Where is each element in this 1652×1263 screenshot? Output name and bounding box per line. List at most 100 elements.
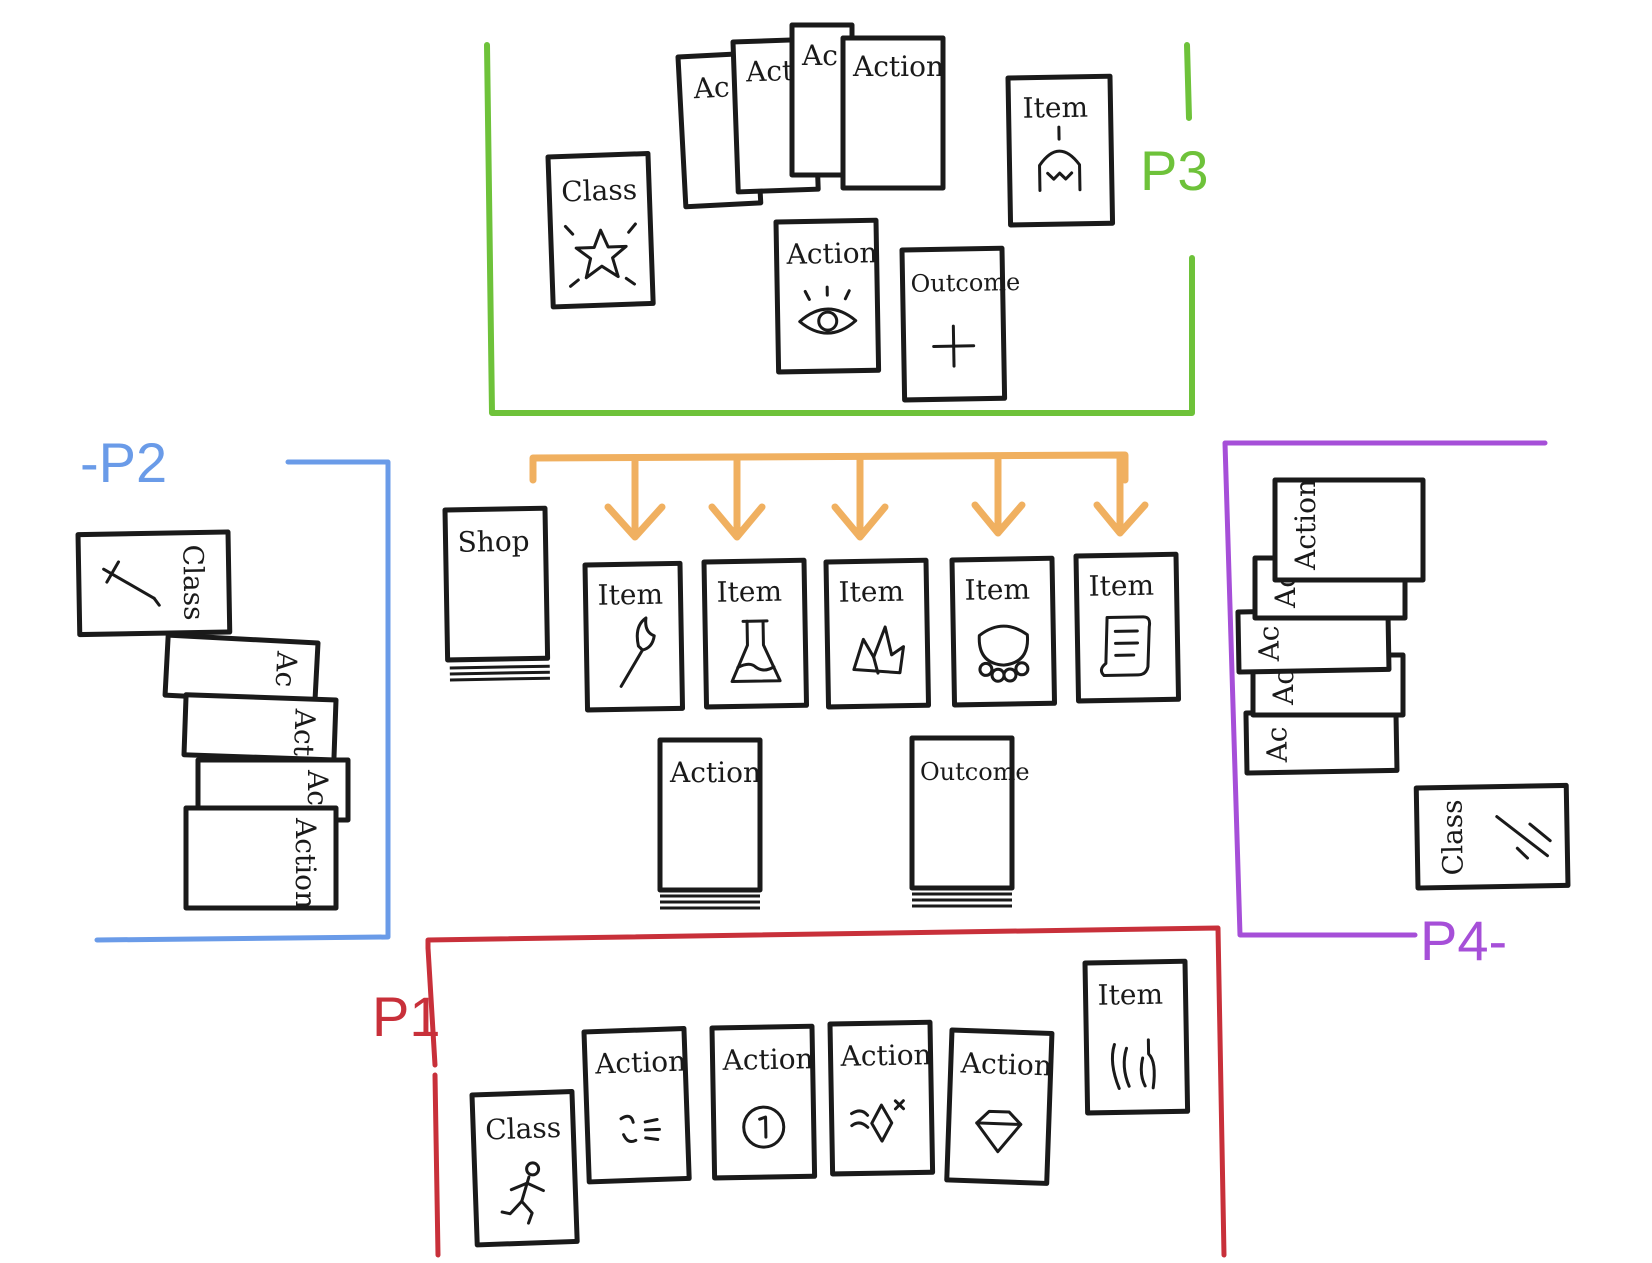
helmet-icon: [1038, 125, 1082, 192]
card-label: Class: [561, 173, 638, 209]
card-label: Item: [1088, 569, 1154, 603]
p3-zone-border: [484, 42, 1195, 416]
p2-label: -P2: [80, 431, 167, 494]
p3-outcome-card[interactable]: Outcome: [899, 245, 1022, 403]
shop-arrow-bar: [529, 451, 1129, 484]
runner-icon: [500, 1161, 545, 1225]
card-label: Action: [852, 50, 944, 83]
p2-zone-border: [94, 459, 391, 943]
gloves-icon: [1110, 1038, 1156, 1090]
p4-action-card-5[interactable]: Action: [1272, 477, 1426, 583]
p2-action-card-2[interactable]: Act: [181, 692, 339, 763]
flask-icon: [730, 619, 782, 684]
p2-action-hand: Ac Act Ac Action: [162, 632, 351, 911]
shop-distribution-arrows: [529, 451, 1149, 541]
outcome-deck[interactable]: Outcome: [909, 735, 1030, 908]
card-label: Act: [744, 54, 794, 89]
p2-action-card-3[interactable]: Ac: [195, 757, 351, 823]
p1-action-card-1[interactable]: Action: [581, 1026, 692, 1185]
p2-action-card-4[interactable]: Action: [183, 805, 339, 911]
shop-item-row: Item Item Item Item: [582, 551, 1182, 713]
scroll-icon: [1099, 615, 1152, 678]
necklace-icon: [977, 624, 1030, 683]
card-label: Class: [176, 544, 210, 620]
p1-action-card-2[interactable]: Action: [709, 1023, 818, 1181]
card-label: Action: [785, 236, 878, 271]
plus-icon: [932, 324, 976, 368]
card-label: Item: [964, 573, 1030, 607]
shop-arrow-3: [831, 453, 889, 541]
p1-action-card-3[interactable]: Action: [827, 1019, 936, 1177]
p2-action-card-1[interactable]: Ac: [162, 632, 321, 706]
p4-action-card-1[interactable]: Ac: [1243, 707, 1400, 776]
crystal-icon: [852, 625, 905, 675]
card-label: Action: [594, 1044, 687, 1080]
card-label: Action: [959, 1046, 1052, 1082]
card-label: Item: [838, 575, 904, 609]
card-label: Ac: [1252, 625, 1286, 662]
shop-item-card-1[interactable]: Item: [582, 560, 686, 713]
shop-item-card-5[interactable]: Item: [1073, 551, 1182, 704]
torch-icon: [619, 616, 656, 688]
shop-item-card-4[interactable]: Item: [949, 555, 1058, 708]
card-label: Item: [716, 575, 782, 609]
card-label: Ac: [301, 769, 334, 806]
sparkle-icon: [850, 1099, 905, 1143]
p3-action-eye-card[interactable]: Action: [773, 217, 882, 375]
p4-action-card-3[interactable]: Ac: [1235, 606, 1392, 675]
p1-zone: P1: [372, 925, 1227, 1258]
p1-zone-border: [425, 925, 1227, 1258]
p3-action-hand: Ac Act Ac Action: [675, 22, 946, 210]
p1-zone-border-left: [432, 1072, 441, 1258]
card-label: Action: [1289, 479, 1322, 571]
shop-item-card-2[interactable]: Item: [701, 557, 810, 710]
p3-item-card[interactable]: Item: [1005, 73, 1116, 228]
card-label: Ac: [692, 70, 731, 105]
shop-arrow-1: [604, 454, 666, 541]
p3-zone: P3: [484, 42, 1209, 416]
card-label: Ac: [801, 39, 838, 72]
p2-class-card[interactable]: Class: [75, 529, 233, 638]
p3-label: P3: [1140, 139, 1209, 202]
p4-label: P4-: [1420, 909, 1507, 972]
p1-class-card[interactable]: Class: [469, 1089, 580, 1248]
card-label: Class: [1435, 799, 1469, 875]
face-icon: [619, 1114, 661, 1144]
card-label: Shop: [457, 525, 530, 559]
card-label: Action: [721, 1042, 814, 1077]
card-label: Ac: [269, 650, 304, 689]
card-label: Action: [669, 756, 761, 789]
eye-icon: [798, 285, 858, 335]
p4-class-card[interactable]: Class: [1413, 782, 1571, 891]
star-icon: [563, 222, 637, 288]
sword-icon: [102, 560, 161, 607]
p1-item-card[interactable]: Item: [1082, 958, 1191, 1116]
p4-zone: P4-: [1222, 440, 1548, 972]
card-label: Action: [289, 817, 322, 909]
card-label: Class: [485, 1111, 562, 1147]
card-label: Action: [839, 1038, 932, 1073]
slash-icon: [1495, 815, 1552, 860]
shop-arrow-2: [708, 454, 766, 541]
card-label: Act: [287, 707, 322, 757]
card-label: Item: [597, 578, 663, 612]
p4-zone-border: [1222, 440, 1548, 938]
card-label: Ac: [1260, 726, 1294, 763]
coin-icon: [742, 1105, 786, 1149]
p1-label: P1: [372, 985, 441, 1048]
shop-arrow-4: [971, 452, 1026, 537]
card-label: Item: [1097, 978, 1163, 1012]
p1-action-card-4[interactable]: Action: [944, 1027, 1055, 1186]
card-label: Item: [1022, 91, 1088, 125]
p3-zone-border-right: [1184, 42, 1192, 121]
shop-arrow-5: [1093, 452, 1149, 537]
p2-zone: -P2: [80, 431, 391, 943]
shop-deck[interactable]: Shop: [442, 505, 551, 682]
shop-item-card-3[interactable]: Item: [823, 557, 932, 710]
action-deck[interactable]: Action: [657, 737, 763, 910]
gem-icon: [975, 1109, 1023, 1154]
p3-class-card[interactable]: Class: [545, 151, 656, 310]
p1-action-hand: Action Action Action: [581, 1019, 1055, 1186]
p3-action-card-4[interactable]: Action: [840, 35, 946, 191]
